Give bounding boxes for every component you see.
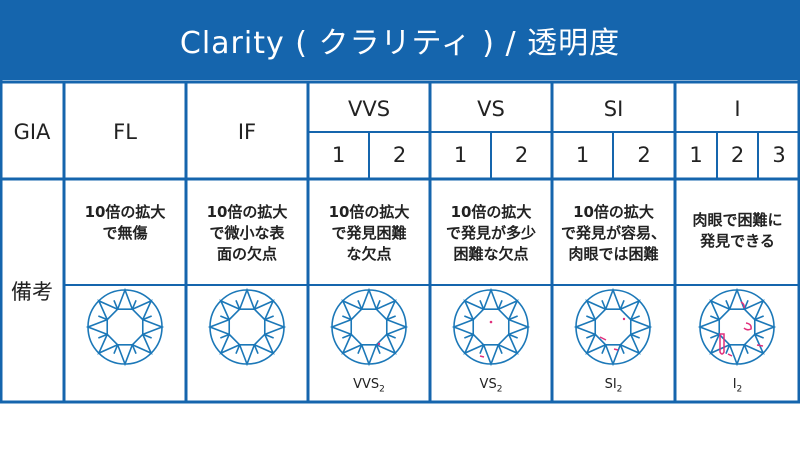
note-line: 肉眼では困難 (568, 245, 659, 263)
inclusion-mark (479, 355, 485, 358)
inclusion-mark (740, 301, 745, 309)
inclusion-mark (743, 322, 752, 331)
grade-vvs: VVS (347, 96, 391, 121)
caption-sub: 2 (736, 384, 743, 395)
note-line: 10倍の拡大 (206, 203, 288, 221)
grade-if: IF (237, 119, 257, 144)
note-line: 肉眼で困難に (692, 211, 783, 229)
note-line: 発見できる (700, 232, 775, 250)
note-line: 10倍の拡大 (84, 203, 166, 221)
grade-fl: FL (113, 119, 137, 144)
inclusion-mark (622, 317, 626, 321)
clarity-table-grid (0, 80, 800, 404)
note-vs: 10倍の拡大 で発見が多少 困難な欠点 (430, 202, 552, 265)
note-line: 10倍の拡大 (450, 203, 532, 221)
gia-label: GIA (13, 119, 51, 144)
note-line: 10倍の拡大 (328, 203, 410, 221)
example-caption-i2: I2 (675, 377, 800, 395)
sub-grade-i2: 2 (730, 143, 745, 167)
caption-sub: 2 (616, 384, 623, 395)
caption-base: VVS (353, 377, 380, 392)
title-bar: Clarity ( クラリティ ) / 透明度 (0, 0, 800, 80)
caption-sub: 2 (379, 384, 385, 395)
note-line: で発見困難 (331, 224, 407, 242)
diamond-if-icon (207, 287, 287, 367)
note-si: 10倍の拡大 で発見が容易、 肉眼では困難 (552, 202, 675, 265)
inclusion-mark (613, 348, 619, 351)
sub-grade-vs1: 1 (453, 143, 468, 167)
grade-vs: VS (477, 96, 505, 121)
inclusion-mark (377, 342, 381, 346)
diamond-si2-icon (573, 287, 653, 367)
diamond-i2-icon (697, 287, 777, 367)
note-line: で微小な表 (209, 224, 285, 242)
grade-si: SI (603, 96, 624, 121)
note-vvs: 10倍の拡大 で発見困難 な欠点 (308, 202, 430, 265)
caption-sub: 2 (496, 384, 503, 395)
note-line: 面の欠点 (216, 245, 277, 263)
inclusion-mark (727, 353, 733, 357)
note-if: 10倍の拡大 で微小な表 面の欠点 (186, 202, 308, 265)
note-line: で発見が多少 (445, 224, 536, 242)
example-caption-vvs2: VVS2 (308, 377, 430, 395)
sub-grade-vs2: 2 (514, 143, 529, 167)
note-line: 困難な欠点 (453, 245, 529, 263)
note-line: な欠点 (346, 245, 392, 263)
sub-grade-si1: 1 (575, 143, 590, 167)
sub-grade-si2: 2 (637, 143, 651, 167)
page-title: Clarity ( クラリティ ) / 透明度 (179, 26, 621, 61)
sub-grade-i3: 3 (772, 143, 786, 167)
note-line: で無傷 (102, 224, 148, 242)
example-caption-vs2: VS2 (430, 377, 552, 395)
caption-base: SI (604, 377, 617, 392)
sub-grade-i1: 1 (689, 143, 703, 167)
example-caption-si2: SI2 (552, 377, 675, 395)
note-i: 肉眼で困難に 発見できる (675, 210, 800, 252)
inclusion-mark (756, 344, 764, 347)
inclusion-mark (719, 333, 725, 355)
inclusion-mark (599, 336, 607, 341)
sub-grade-vvs2: 2 (392, 143, 407, 167)
notes-label: 備考 (11, 280, 53, 304)
diamond-fl-icon (85, 287, 165, 367)
caption-base: I (732, 377, 737, 392)
diamond-vvs2-icon (329, 287, 409, 367)
diamond-vs2-icon (451, 287, 531, 367)
sub-grade-vvs1: 1 (331, 143, 346, 167)
grade-i: I (734, 96, 741, 121)
caption-base: VS (479, 377, 497, 392)
note-line: 10倍の拡大 (573, 203, 654, 221)
inclusion-mark (489, 320, 493, 324)
note-line: で発見が容易、 (560, 224, 666, 242)
note-fl: 10倍の拡大 で無傷 (64, 202, 186, 244)
